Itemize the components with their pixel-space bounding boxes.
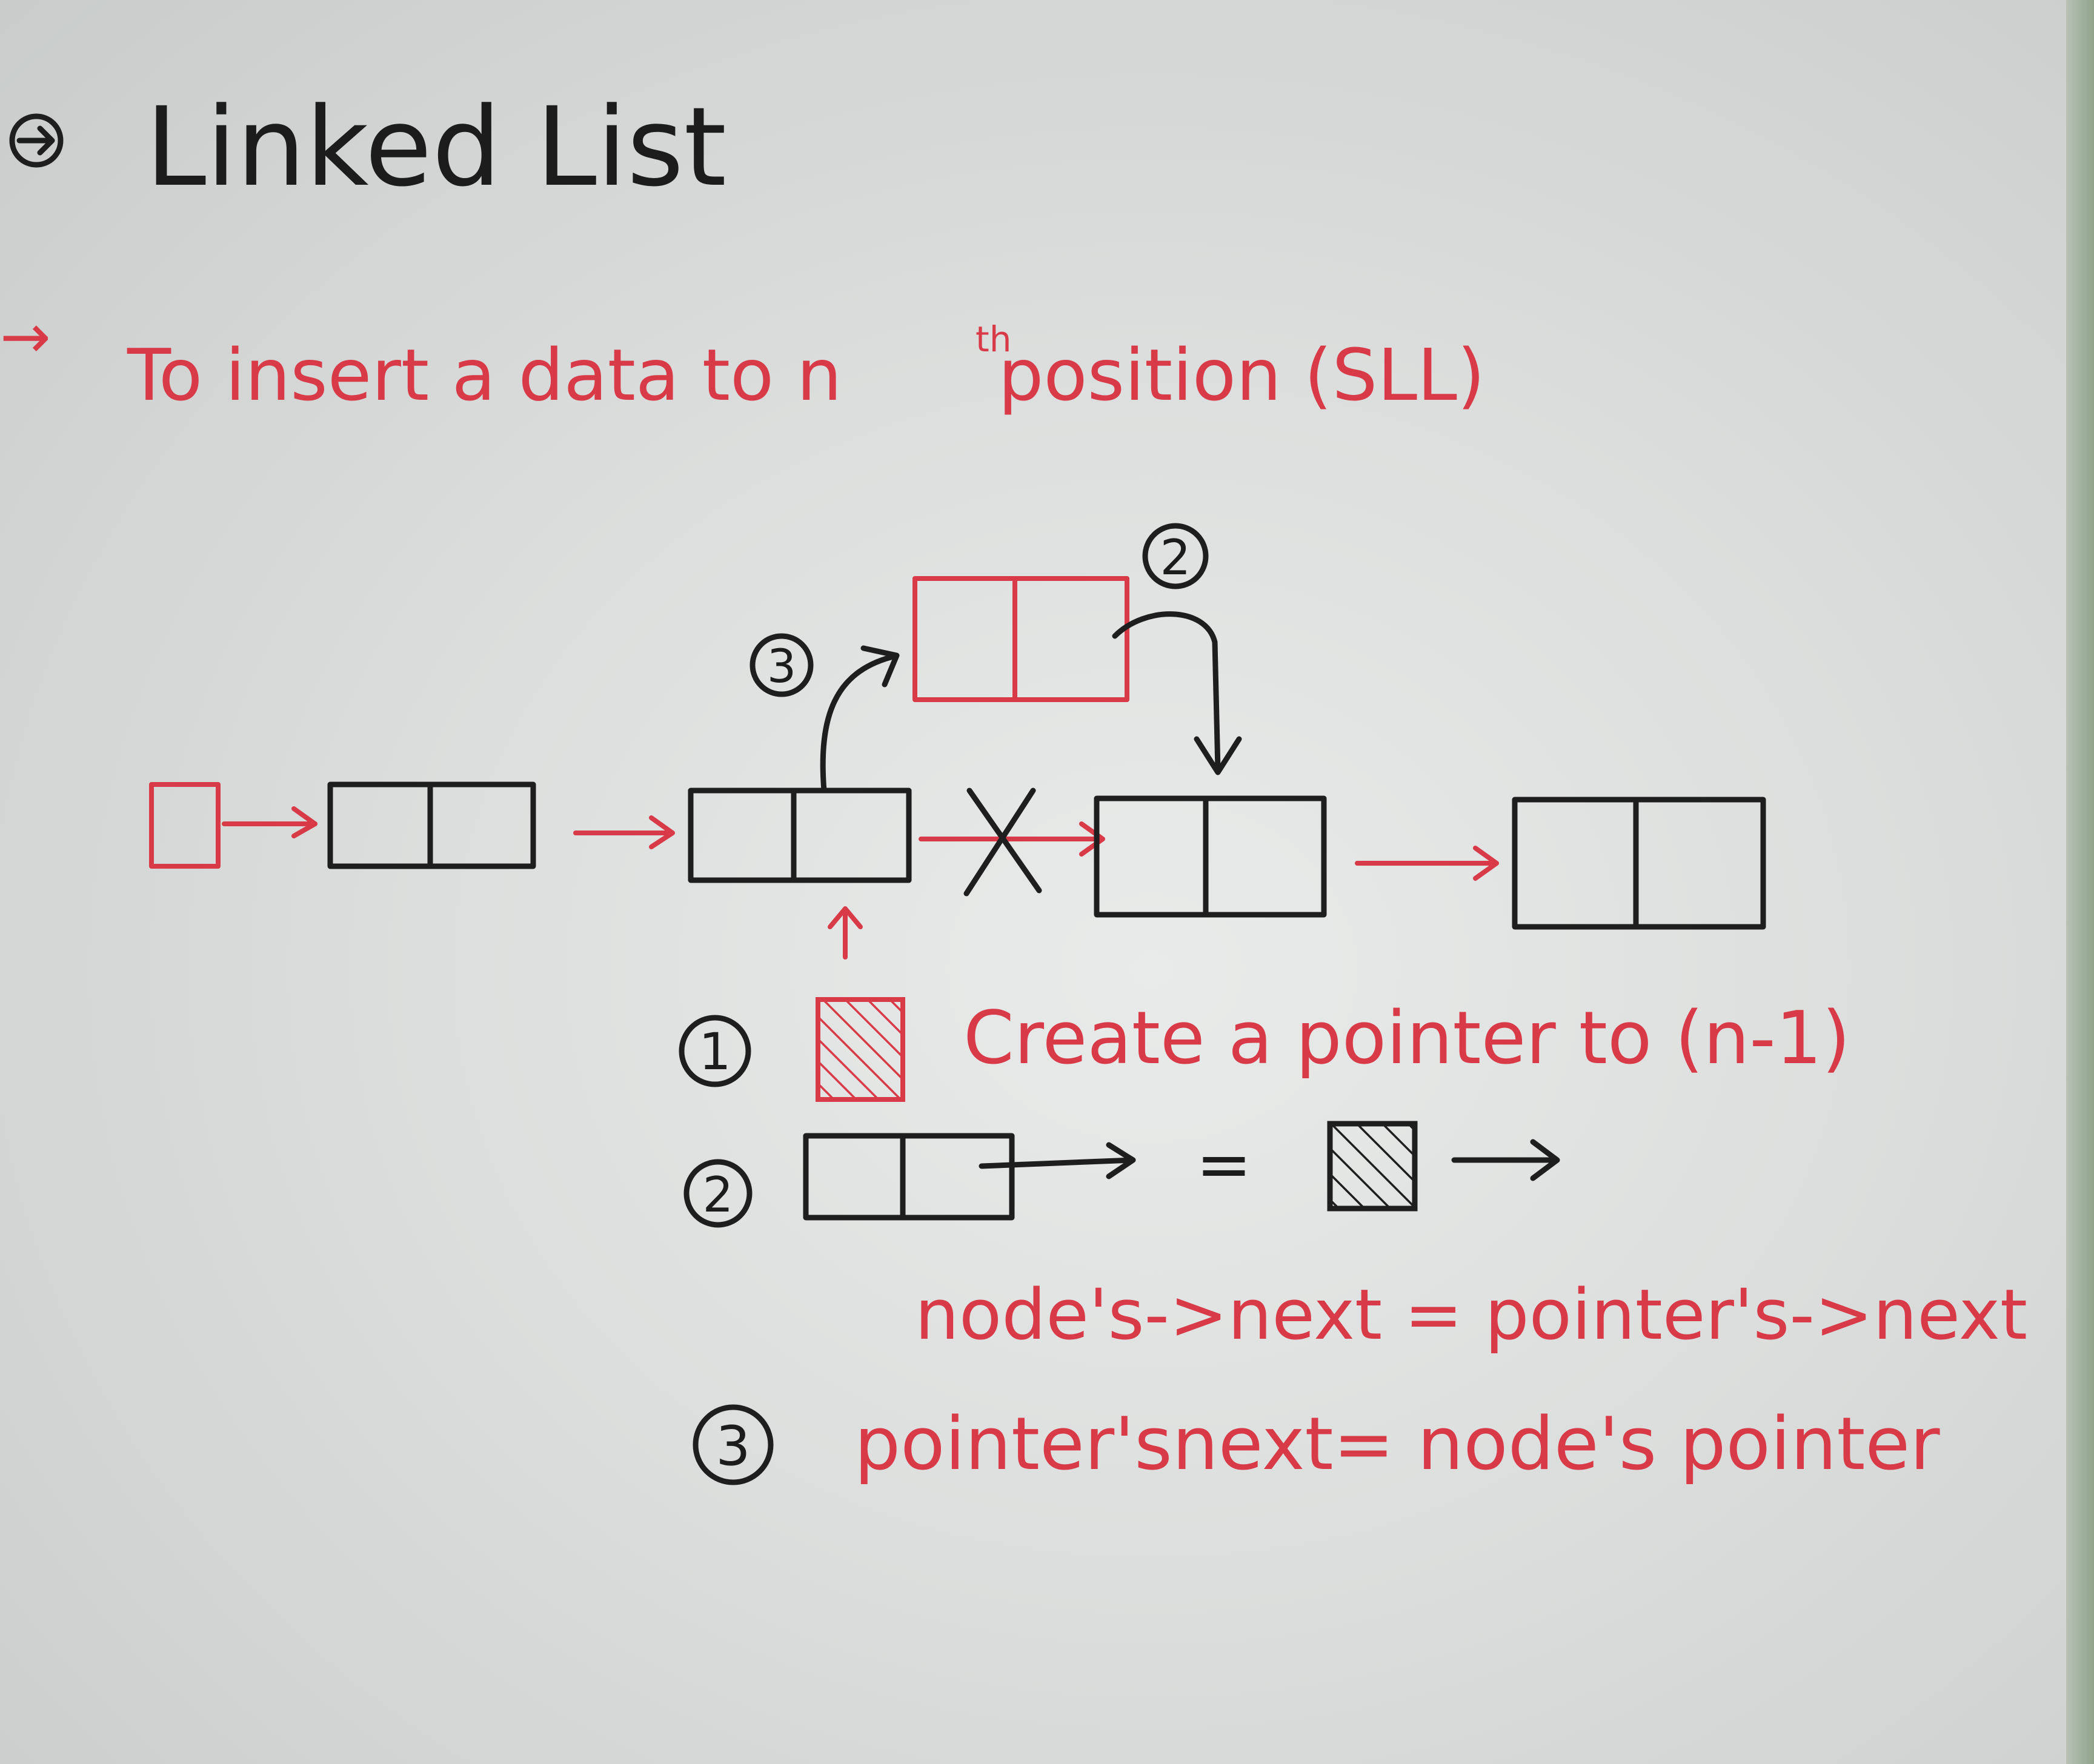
subtitle-text: To insert a data to n [127,333,842,417]
pointer-up-arrow [828,906,863,960]
cross-mark-icon [963,788,1042,897]
svg-text:1: 1 [699,1022,731,1081]
hatched-pointer-icon [816,997,905,1102]
pointer-link-arrow [820,645,900,794]
new-node [912,576,1129,702]
head-pointer-box [149,782,221,869]
board-frame-edge [2066,0,2094,1764]
head-arrow [222,806,317,838]
title-bullet-icon [9,113,64,168]
step-1-number: 1 [679,1015,751,1087]
step-marker-3: 3 [750,633,814,697]
new-link-arrow [1112,611,1242,775]
node-with-arrow-icon [803,1133,1136,1221]
step-3-number: 3 [693,1404,774,1485]
subtitle-arrow: → [0,301,51,372]
list-node-3 [1094,795,1327,918]
step-2-equals: = [1196,1126,1252,1203]
arrow-node3-node4 [1355,846,1499,881]
list-node-4 [1512,797,1766,930]
title-text: Linked List [145,84,726,211]
old-link-arrow [919,821,1105,857]
step-2-number: 2 [683,1159,753,1228]
subtitle-text-after: position (SLL) [976,333,1485,417]
list-node-2 [688,788,912,883]
svg-text:2: 2 [1160,529,1191,586]
step-marker-2: 2 [1142,523,1209,589]
step-3-text: pointer'snext= node's pointer [854,1402,1940,1487]
hatched-pointer-arrow-icon [1327,1121,1560,1212]
svg-text:2: 2 [703,1167,734,1223]
step-1-text: Create a pointer to (n-1) [963,996,1850,1081]
svg-text:3: 3 [767,639,796,693]
step-2-text: node's->next = pointer's->next [915,1275,2027,1356]
subtitle-superscript: th [976,319,1012,360]
svg-text:3: 3 [716,1414,750,1478]
arrow-node1-node2 [573,815,675,849]
list-node-1 [327,781,536,869]
